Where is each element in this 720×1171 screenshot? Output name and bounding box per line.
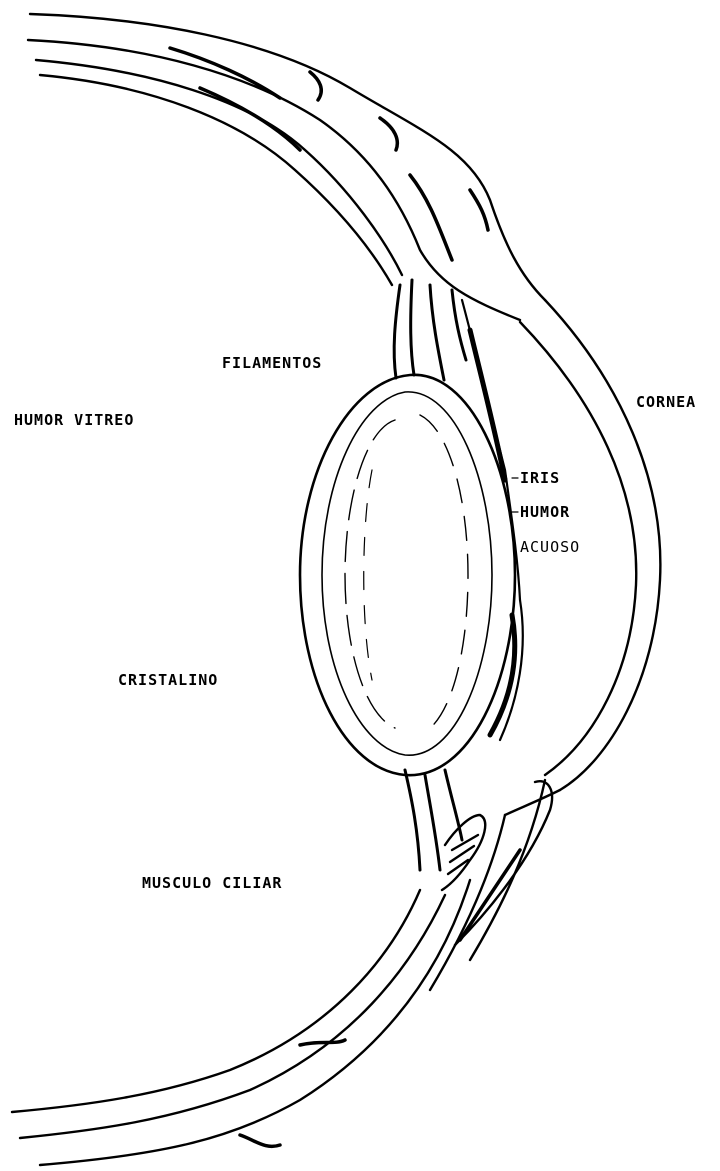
label-iris: IRIS [520, 471, 560, 486]
zonular-filaments [394, 280, 466, 870]
ciliary-muscle-shape [442, 815, 485, 890]
label-humor-vitreo: HUMOR VITREO [14, 413, 134, 428]
sclera-shading-top [170, 48, 488, 260]
cornea-shape [505, 300, 660, 815]
sclera-outer-wall [28, 14, 545, 320]
label-cristalino: CRISTALINO [118, 673, 218, 688]
iris-shading [470, 330, 515, 735]
label-leader-marks [512, 478, 518, 512]
label-humor-acuoso-line2: ACUOSO [520, 540, 580, 555]
label-cornea: CORNEA [636, 395, 696, 410]
lens-shape [300, 375, 515, 775]
label-filamentos: FILAMENTOS [222, 356, 322, 371]
label-humor-acuoso-line1: HUMOR [520, 505, 570, 520]
label-musculo-ciliar: MUSCULO CILIAR [142, 876, 282, 891]
